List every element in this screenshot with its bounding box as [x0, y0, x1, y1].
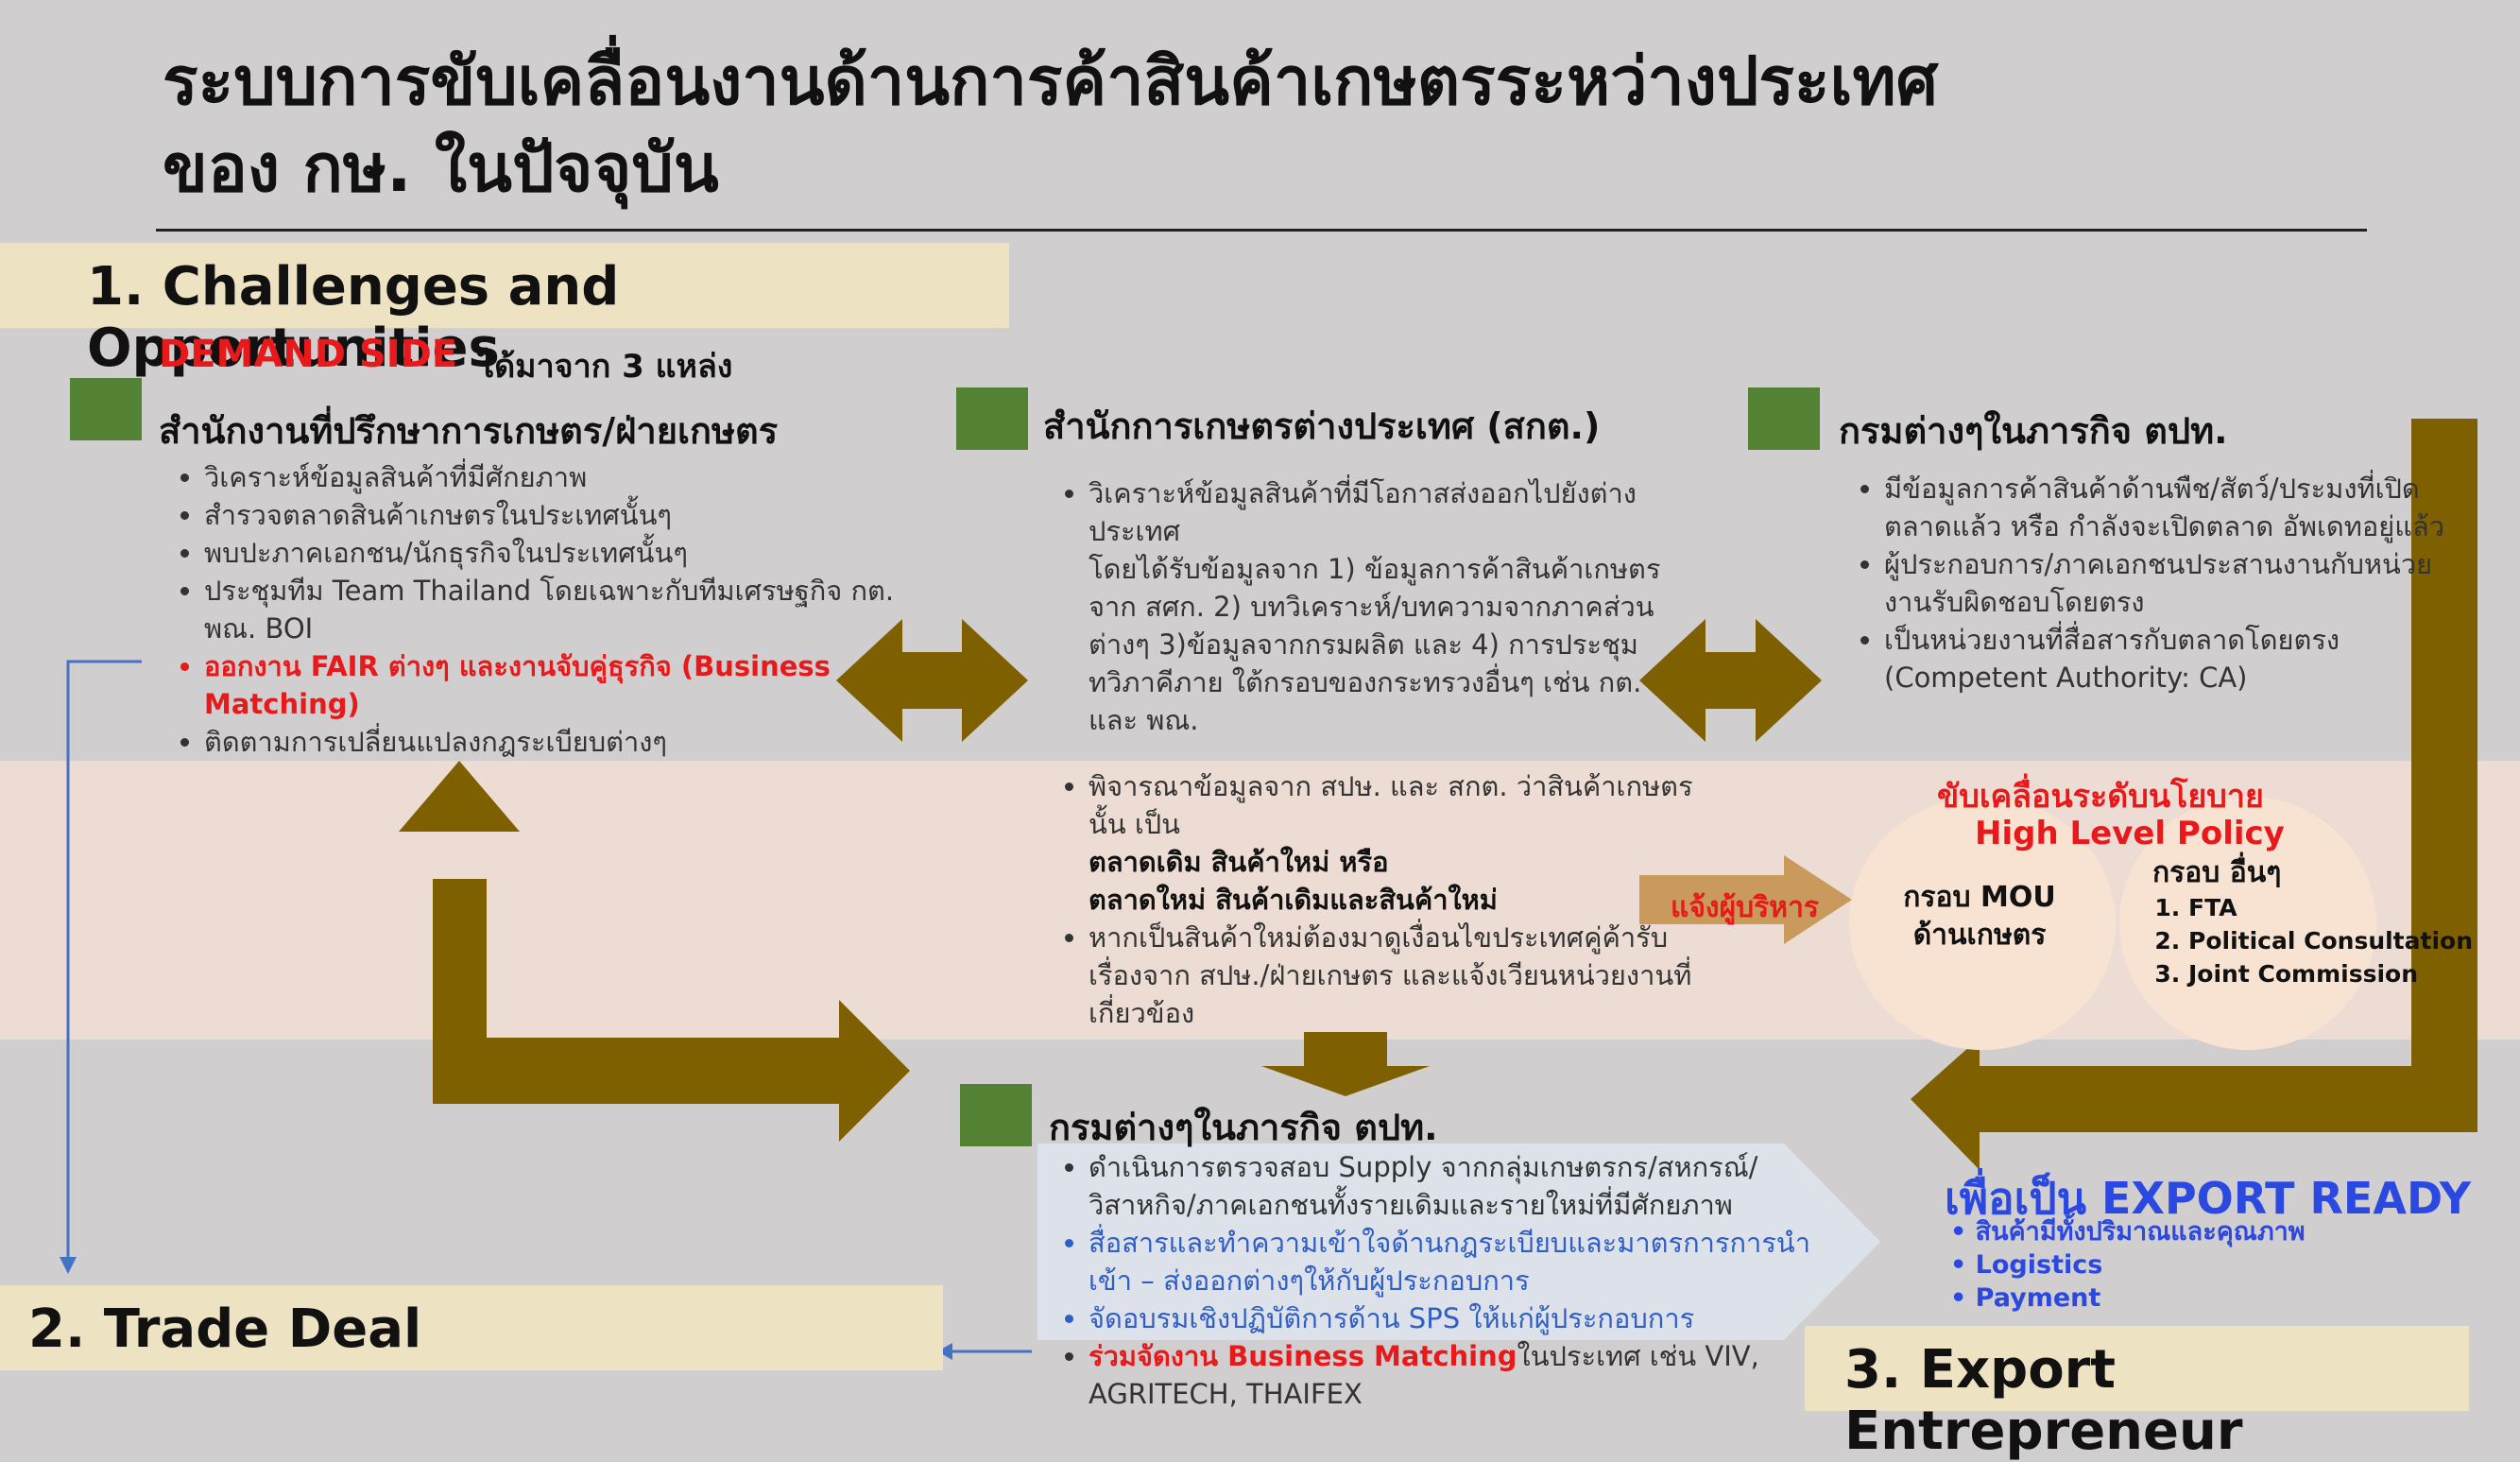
business-matching-rest: ในประเทศ เช่น VIV, AGRITECH, THAIFEX [1089, 1340, 1759, 1410]
center-source-heading: สำนักการเกษตรต่างประเทศ (สกต.) [1043, 405, 1601, 447]
right-source-square [1748, 387, 1820, 450]
section-3-banner: 3. Export Entrepreneur [1805, 1326, 2469, 1462]
other-frameworks-title: กรอบ อื่นๆ [2152, 856, 2282, 889]
analysis-list: พิจารณาข้อมูลจาก สปษ. และ สกต. ว่าสินค้า… [1043, 767, 1693, 1032]
left-source-heading: สำนักงานที่ปรึกษาการเกษตร/ฝ่ายเกษตร [159, 410, 779, 452]
diagram-arrows [60, 419, 2477, 1360]
departments-square [960, 1084, 1032, 1146]
list-item: FTA [2188, 891, 2473, 924]
analysis-option-1: ตลาดเดิม สินค้าใหม่ หรือ [1089, 846, 1389, 878]
list-item: ดำเนินการตรวจสอบ Supply จากกลุ่มเกษตรกร/… [1089, 1148, 1844, 1224]
mou-circle [1849, 797, 2116, 1050]
business-matching-highlight: ร่วมจัดงาน Business Matching [1089, 1340, 1517, 1372]
demand-side-label: DEMAND SIDE [159, 333, 458, 376]
top-band [0, 0, 2520, 761]
notify-executive-label: แจ้งผู้บริหาร [1671, 891, 1820, 924]
list-item-blue: จัดอบรมเชิงปฏิบัติการด้าน SPS ให้แก่ผู้ป… [1089, 1299, 1844, 1337]
connector-arrowhead-down [60, 1257, 77, 1274]
list-item: สำรวจตลาดสินค้าเกษตรในประเทศนั้นๆ [204, 496, 922, 534]
list-item: Logistics [1971, 1248, 2306, 1281]
list-item: วิเคราะห์ข้อมูลสินค้าที่มีศักยภาพ [204, 458, 922, 496]
center-source-square [956, 387, 1028, 450]
section-2-banner: 2. Trade Deal [0, 1285, 943, 1370]
list-item: Political Consultation [2188, 924, 2473, 957]
demand-source-label: ได้มาจาก 3 แหล่ง [478, 348, 733, 386]
list-item: ผู้ประกอบการ/ภาคเอกชนประสานงานกับหน่วยงา… [1884, 545, 2451, 621]
other-frameworks-list: FTA Political Consultation Joint Commiss… [2152, 891, 2473, 990]
mou-label: กรอบ MOU ด้านเกษตร [1903, 881, 2056, 952]
list-item: หากเป็นสินค้าใหม่ต้องมาดูเงื่อนไขประเทศค… [1089, 919, 1693, 1032]
title-line-1: ระบบการขับเคลื่อนงานด้านการค้าสินค้าเกษต… [163, 43, 1939, 120]
return-arrow [1911, 419, 2477, 1170]
title-line-2: ของ กษ. ในปัจจุบัน [163, 129, 719, 207]
title-underline [156, 229, 2367, 232]
panel-chevron [1784, 1144, 1880, 1340]
list-item-highlight: ออกงาน FAIR ต่างๆ และงานจับคู่ธุรกิจ (Bu… [204, 647, 922, 723]
page-title: ระบบการขับเคลื่อนงานด้านการค้าสินค้าเกษต… [163, 38, 2336, 212]
left-source-square [70, 378, 142, 440]
policy-title-en: High Level Policy [1975, 815, 2285, 852]
center-source-list: วิเคราะห์ข้อมูลสินค้าที่มีโอกาสส่งออกไปย… [1043, 474, 1693, 739]
left-source-list: วิเคราะห์ข้อมูลสินค้าที่มีศักยภาพ สำรวจต… [159, 458, 922, 761]
policy-title-th: ขับเคลื่อนระดับนโยบาย [1937, 778, 2264, 816]
double-arrow-left [836, 619, 1028, 742]
connector-arrowhead-left [937, 1343, 952, 1360]
list-item: พบปะภาคเอกชน/นักธุรกิจในประเทศนั้นๆ [204, 534, 922, 572]
section-3-label: 3. Export Entrepreneur [1844, 1339, 2243, 1462]
list-item: ประชุมทีม Team Thailand โดยเฉพาะกับทีมเศ… [204, 572, 922, 647]
departments-list: ดำเนินการตรวจสอบ Supply จากกลุ่มเกษตรกร/… [1043, 1148, 1844, 1413]
list-item: พิจารณาข้อมูลจาก สปษ. และ สกต. ว่าสินค้า… [1089, 767, 1693, 843]
list-item: สินค้ามีทั้งปริมาณและคุณภาพ [1971, 1215, 2306, 1248]
departments-panel [1037, 1144, 1784, 1340]
list-item: Payment [1971, 1281, 2306, 1315]
right-source-list: มีข้อมูลการค้าสินค้าด้านพืช/สัตว์/ประมงท… [1839, 470, 2451, 697]
double-arrow-right [1639, 619, 1822, 742]
export-ready-list: สินค้ามีทั้งปริมาณและคุณภาพ Logistics Pa… [1945, 1215, 2306, 1315]
section-1-label: 1. Challenges and Opportunities [87, 256, 620, 379]
analysis-option-2: ตลาดใหม่ สินค้าเดิมและสินค้าใหม่ [1089, 884, 1498, 916]
list-item: วิเคราะห์ข้อมูลสินค้าที่มีโอกาสส่งออกไปย… [1089, 474, 1693, 550]
list-item: ร่วมจัดงาน Business Matchingในประเทศ เช่… [1089, 1337, 1844, 1413]
list-item: ติดตามการเปลี่ยนแปลงกฎระเบียบต่างๆ [204, 723, 922, 761]
list-item-continuation: โดยได้รับข้อมูลจาก 1) ข้อมูลการค้าสินค้า… [1089, 553, 1661, 736]
feedback-l-arrow [433, 879, 910, 1142]
right-source-heading: กรมต่างๆในภารกิจ ตปท. [1839, 410, 2228, 452]
list-item: เป็นหน่วยงานที่สื่อสารกับตลาดโดยตรง (Com… [1884, 621, 2451, 697]
departments-heading: กรมต่างๆในภารกิจ ตปท. [1049, 1107, 1438, 1148]
list-item: Joint Commission [2188, 957, 2473, 990]
panel-chevron-shape [1784, 1144, 1880, 1340]
other-frameworks-circle [2119, 797, 2376, 1050]
down-arrow [1261, 1032, 1430, 1096]
section-1-banner: 1. Challenges and Opportunities [0, 243, 1009, 379]
list-item: มีข้อมูลการค้าสินค้าด้านพืช/สัตว์/ประมงท… [1884, 470, 2451, 545]
up-arrow-head [399, 761, 520, 832]
list-item-blue: สื่อสารและทำความเข้าใจด้านกฎระเบียบและมา… [1089, 1224, 1844, 1299]
section-2-label: 2. Trade Deal [28, 1299, 422, 1360]
connector-to-trade-deal [66, 660, 142, 1269]
notify-arrow [1639, 855, 1852, 944]
